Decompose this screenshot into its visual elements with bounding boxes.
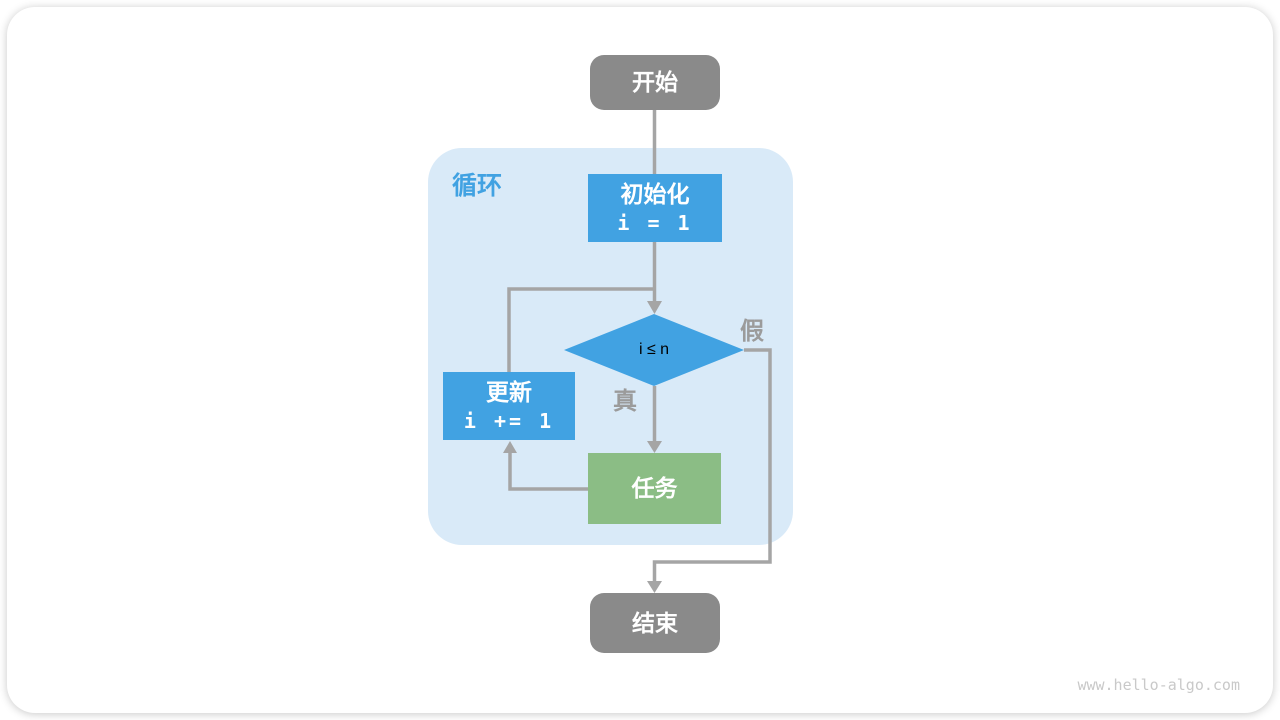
loop-label: 循环 xyxy=(452,172,503,200)
update-node-code: i += 1 xyxy=(463,409,555,434)
end-node: 结束 xyxy=(590,593,720,653)
arrowhead-into-task xyxy=(647,441,662,453)
end-node-label: 结束 xyxy=(632,609,678,636)
init-process-node: 初始化 i = 1 xyxy=(588,174,722,242)
true-edge-label: 真 xyxy=(613,388,637,415)
update-node-title: 更新 xyxy=(486,378,532,405)
arrowhead-into-condition xyxy=(647,301,662,314)
init-node-title: 初始化 xyxy=(620,180,690,207)
start-node-label: 开始 xyxy=(632,69,678,96)
task-node-label: 任务 xyxy=(631,475,678,502)
update-process-node: 更新 i += 1 xyxy=(443,372,575,440)
edge-condition-to-end xyxy=(652,348,772,581)
edge-update-to-condition xyxy=(507,287,655,372)
edge-task-to-update xyxy=(508,452,588,491)
false-edge-label: 假 xyxy=(740,318,764,345)
task-node: 任务 xyxy=(588,453,721,524)
start-node: 开始 xyxy=(590,55,720,110)
watermark: www.hello-algo.com xyxy=(1077,676,1240,694)
arrowhead-into-update xyxy=(503,441,517,453)
arrowhead-into-end xyxy=(647,581,662,593)
condition-label: i ≤ n xyxy=(638,341,670,358)
init-node-code: i = 1 xyxy=(617,211,693,236)
